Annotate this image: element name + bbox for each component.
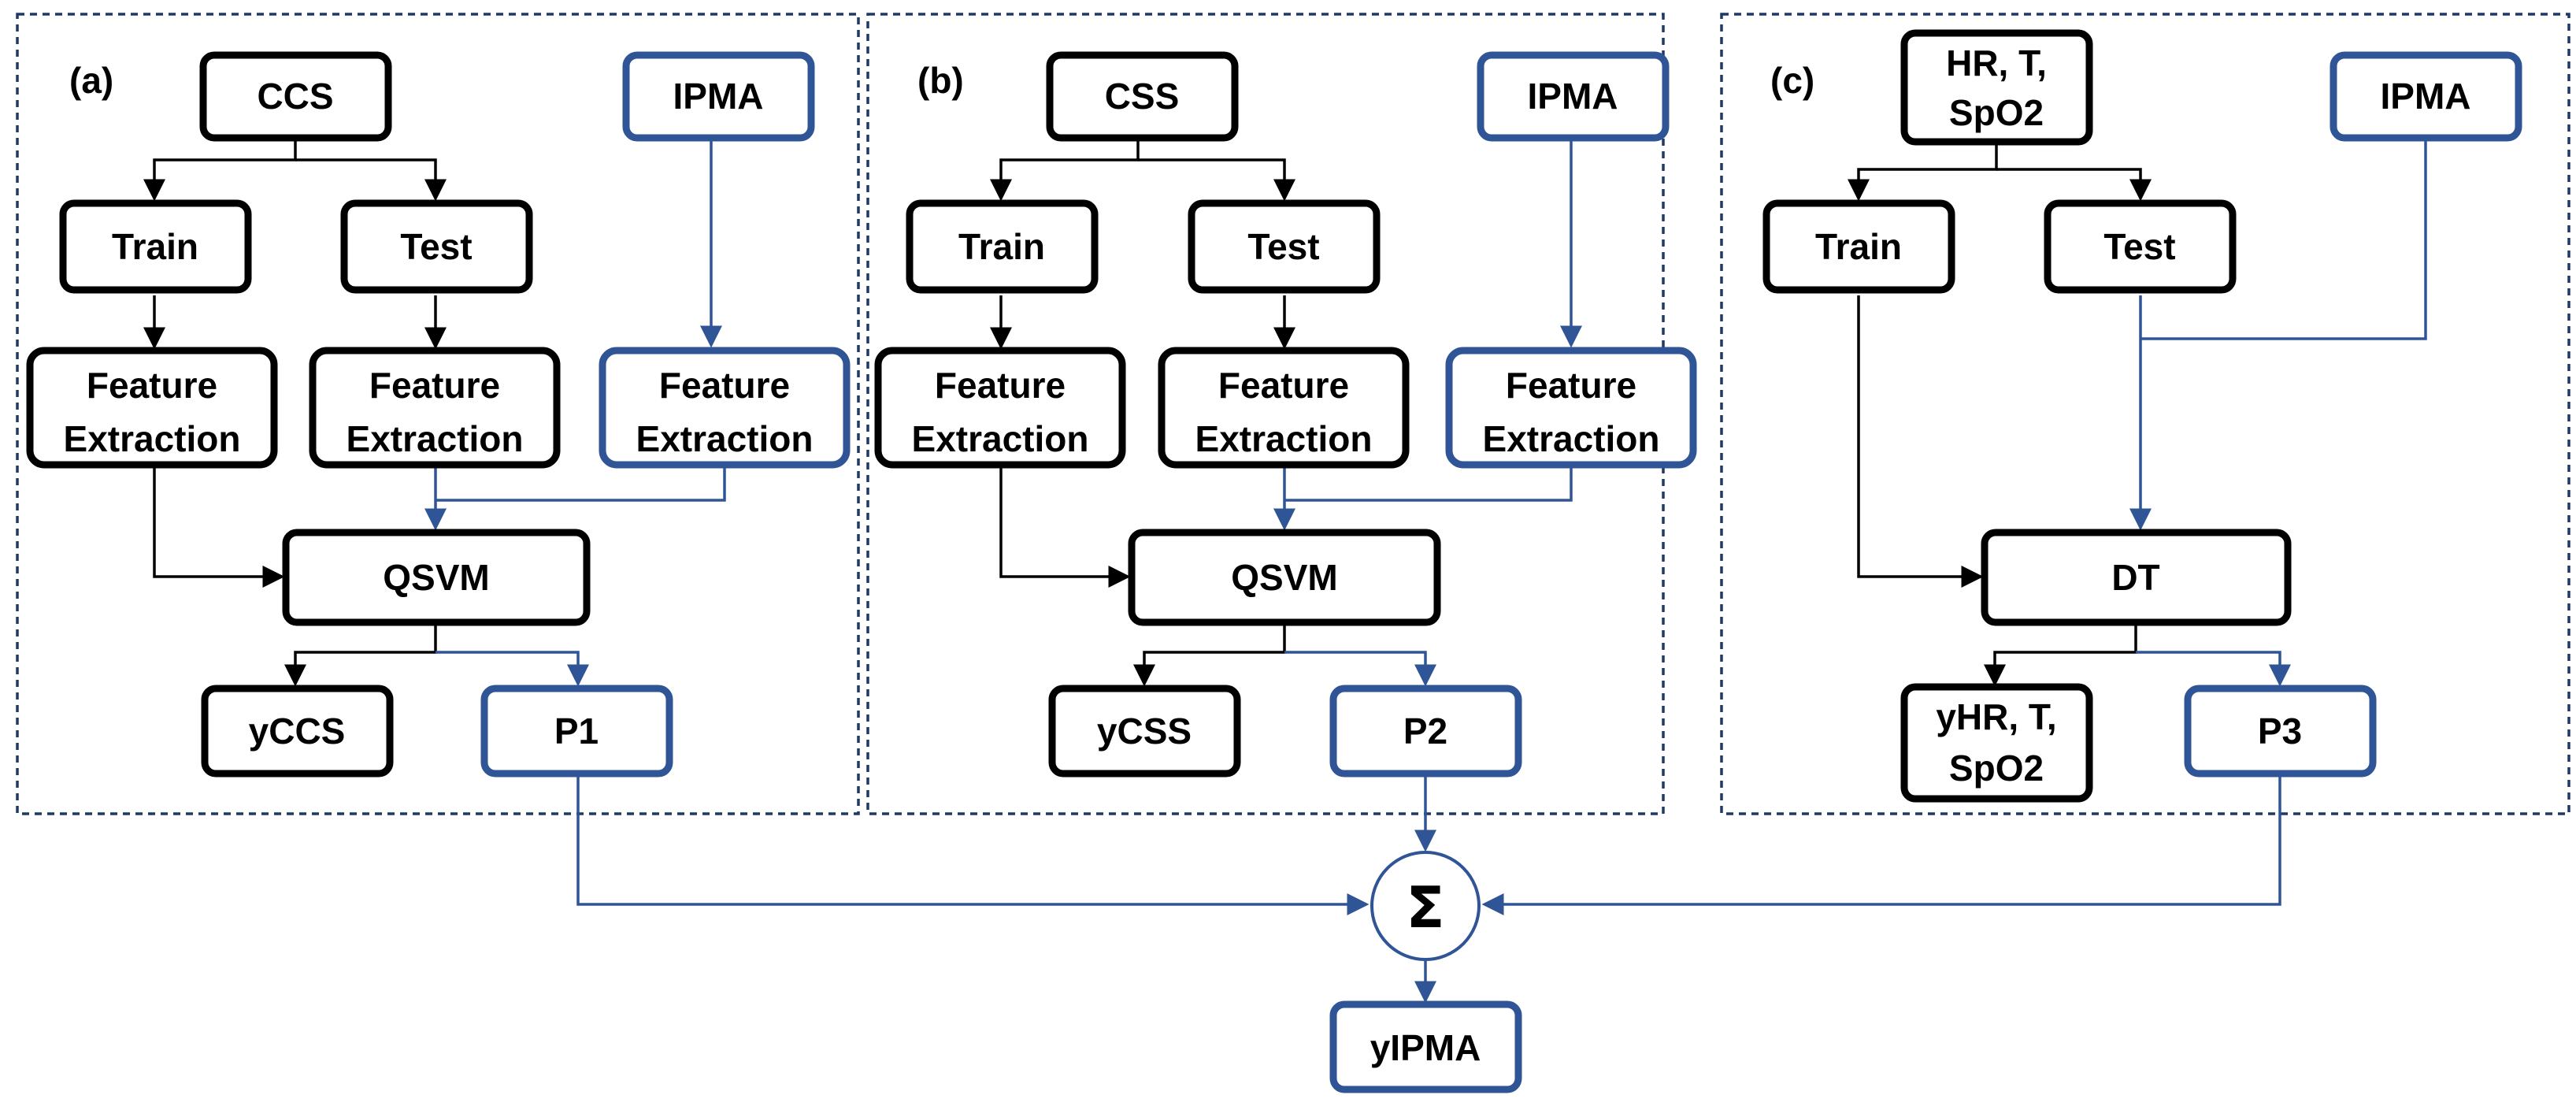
panel-b-label: (b)	[917, 60, 964, 101]
node-b-fe-ipma: Feature Extraction	[1445, 347, 1697, 469]
node-yipma: yIPMA	[1329, 1000, 1522, 1093]
svg-text:Test: Test	[2103, 226, 2175, 267]
node-b-fe-train: Feature Extraction	[874, 347, 1126, 469]
svg-text:Extraction: Extraction	[912, 418, 1089, 459]
svg-text:Feature: Feature	[1218, 365, 1349, 406]
node-b-fe-test: Feature Extraction	[1158, 347, 1410, 469]
svg-text:HR, T,: HR, T,	[1946, 43, 2047, 84]
svg-text:P2: P2	[1403, 711, 1447, 752]
svg-text:QSVM: QSVM	[383, 557, 489, 598]
svg-text:yCSS: yCSS	[1097, 711, 1192, 752]
panel-a-connectors	[143, 134, 1370, 915]
svg-text:Test: Test	[1247, 226, 1319, 267]
node-c-p3: P3	[2184, 685, 2377, 778]
svg-text:Extraction: Extraction	[1195, 418, 1373, 459]
svg-text:P1: P1	[554, 711, 599, 752]
svg-text:CSS: CSS	[1105, 76, 1180, 117]
panel-c-connectors	[1481, 138, 2427, 915]
node-a-fe-train: Feature Extraction	[26, 347, 278, 469]
svg-text:Extraction: Extraction	[347, 418, 524, 459]
node-c-ipma: IPMA	[2330, 51, 2522, 142]
svg-text:P3: P3	[2258, 711, 2302, 752]
panel-a-frame	[16, 13, 860, 815]
svg-text:Extraction: Extraction	[636, 418, 814, 459]
node-c-test: Test	[2044, 199, 2237, 294]
node-b-source: CSS	[1046, 51, 1239, 142]
svg-text:SpO2: SpO2	[1949, 748, 2044, 789]
node-a-train: Train	[59, 199, 252, 294]
svg-text:Test: Test	[400, 226, 472, 267]
node-c-source: HR, T, SpO2	[1900, 29, 2093, 146]
svg-text:Feature: Feature	[1506, 365, 1636, 406]
svg-text:Extraction: Extraction	[64, 418, 241, 459]
node-b-p2: P2	[1329, 685, 1522, 778]
svg-text:Train: Train	[958, 226, 1045, 267]
node-a-fe-ipma: Feature Extraction	[599, 347, 851, 469]
node-c-dt: DT	[1981, 529, 2292, 626]
svg-text:QSVM: QSVM	[1231, 557, 1337, 598]
svg-text:CCS: CCS	[257, 76, 333, 117]
node-b-ipma: IPMA	[1477, 51, 1670, 142]
svg-text:yHR, T,: yHR, T,	[1936, 696, 2056, 737]
svg-text:Feature: Feature	[369, 365, 500, 406]
svg-text:Train: Train	[1815, 226, 1902, 267]
sigma-symbol: Σ	[1406, 874, 1444, 941]
svg-text:IPMA: IPMA	[1528, 76, 1618, 117]
node-a-test: Test	[340, 199, 533, 294]
panel-c-frame	[1720, 13, 2570, 815]
svg-text:Train: Train	[112, 226, 198, 267]
panel-a-label: (a)	[69, 60, 113, 101]
node-b-qsvm: QSVM	[1128, 529, 1441, 626]
sum-node: Σ	[1370, 851, 1481, 961]
node-b-train: Train	[906, 199, 1099, 294]
svg-text:Extraction: Extraction	[1483, 418, 1660, 459]
svg-text:yIPMA: yIPMA	[1370, 1027, 1481, 1068]
panel-b-connectors	[990, 134, 1582, 852]
node-a-fe-test: Feature Extraction	[309, 347, 561, 469]
node-a-qsvm: QSVM	[282, 529, 591, 626]
node-a-p1: P1	[480, 685, 673, 778]
svg-text:Feature: Feature	[659, 365, 790, 406]
node-a-source: CCS	[199, 51, 392, 142]
node-c-yhr: yHR, T, SpO2	[1900, 683, 2093, 803]
svg-text:DT: DT	[2111, 557, 2159, 598]
svg-text:IPMA: IPMA	[673, 76, 764, 117]
node-c-train: Train	[1762, 199, 1955, 294]
panel-c-label: (c)	[1770, 60, 1814, 101]
node-b-ycss: yCSS	[1048, 685, 1241, 778]
node-b-test: Test	[1188, 199, 1381, 294]
svg-text:Feature: Feature	[935, 365, 1066, 406]
svg-text:IPMA: IPMA	[2381, 76, 2471, 117]
svg-text:yCCS: yCCS	[249, 711, 346, 752]
svg-text:Feature: Feature	[87, 365, 217, 406]
svg-text:SpO2: SpO2	[1949, 92, 2044, 133]
node-a-yccs: yCCS	[201, 685, 394, 778]
node-a-ipma: IPMA	[622, 51, 815, 142]
panel-b-frame	[866, 13, 1665, 815]
